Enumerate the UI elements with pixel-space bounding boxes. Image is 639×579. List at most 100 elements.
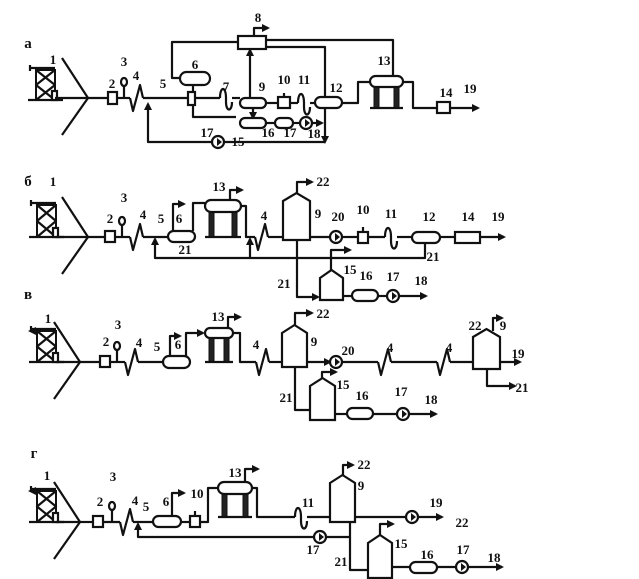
equipment-label: 21 <box>335 554 348 569</box>
horizontal-vessel <box>408 560 439 575</box>
pipeline <box>326 522 352 539</box>
pipeline <box>200 486 218 524</box>
flow-arrow <box>295 240 320 301</box>
horizontal-vessel <box>203 198 243 214</box>
apparatus-box <box>276 95 292 110</box>
equipment-label: 16 <box>356 388 370 403</box>
equipment-label: 9 <box>315 206 322 221</box>
heat-exchanger-icon <box>435 347 452 377</box>
flow-arrow <box>252 24 270 36</box>
equipment-label: 13 <box>213 179 227 194</box>
equipment-label: 18 <box>415 273 429 288</box>
horizontal-vessel <box>151 514 183 529</box>
equipment-label: 22 <box>456 515 469 530</box>
equipment-label: 21 <box>516 380 529 395</box>
pipeline <box>348 537 368 572</box>
equipment-label: 21 <box>427 249 440 264</box>
equipment-label: 4 <box>140 207 147 222</box>
gauge-icon <box>117 215 127 227</box>
equipment-label: 4 <box>133 68 140 83</box>
apparatus-box <box>356 230 370 245</box>
equipment-label: 6 <box>163 494 170 509</box>
equipment-label: 12 <box>423 209 436 224</box>
scheme-letter: г <box>31 446 38 462</box>
scheme-letter: а <box>24 36 32 52</box>
derrick-frame-icon <box>29 200 64 239</box>
flow-arrow <box>341 461 355 475</box>
equipment-label: 15 <box>395 536 409 551</box>
horizontal-vessel <box>238 96 268 110</box>
equipment-label: 17 <box>395 384 409 399</box>
heater-leg <box>221 493 228 518</box>
horizontal-vessel <box>345 406 375 421</box>
pipeline <box>191 105 236 119</box>
separator-tank <box>328 473 357 524</box>
equipment-label: 1 <box>45 311 52 326</box>
equipment-label: 19 <box>512 346 526 361</box>
equipment-label: 17 <box>387 269 401 284</box>
equipment-label: 10 <box>278 72 291 87</box>
equipment-label: 4 <box>253 337 260 352</box>
equipment-label: 17 <box>201 125 215 140</box>
flow-arrow <box>295 178 314 193</box>
apparatus-box <box>453 230 482 245</box>
flow-arrow <box>378 520 395 535</box>
flow-arrow <box>266 45 329 144</box>
wellhead-icon <box>51 226 60 239</box>
equipment-label: 3 <box>110 469 117 484</box>
pump-impeller-icon <box>305 119 310 127</box>
equipment-label: 15 <box>232 134 246 149</box>
equipment-label: 5 <box>160 76 167 91</box>
horizontal-vessel <box>313 95 344 110</box>
equipment-label: 13 <box>229 465 243 480</box>
gauge-icon <box>107 500 117 512</box>
heater-leg <box>393 86 400 109</box>
pump-impeller-icon <box>402 410 407 418</box>
scheme-letter: б <box>24 174 32 190</box>
equipment-label: 2 <box>109 76 116 91</box>
equipment-label: 4 <box>387 340 394 355</box>
pipeline <box>191 201 205 231</box>
flow-arrow <box>243 465 260 482</box>
heat-exchanger-icon <box>118 507 135 537</box>
derrick-frame-icon <box>28 65 63 102</box>
equipment-label: 13 <box>378 53 392 68</box>
pump-impeller-icon <box>461 563 466 571</box>
heat-exchanger-icon <box>254 347 271 377</box>
pump-impeller-icon <box>335 358 340 366</box>
equipment-label: 10 <box>357 202 370 217</box>
equipment-label: 3 <box>115 317 122 332</box>
pipeline <box>241 204 255 239</box>
horizontal-vessel <box>203 326 235 340</box>
flow-arrow <box>485 369 517 390</box>
equipment-label: 15 <box>344 262 358 277</box>
horizontal-vessel <box>161 354 192 370</box>
gauge-icon <box>119 76 129 88</box>
pump-impeller-icon <box>392 292 397 300</box>
heater-leg <box>208 337 215 363</box>
wellhead-icon <box>51 351 60 364</box>
coil-heater-icon <box>293 506 309 530</box>
horizontal-vessel <box>216 480 254 496</box>
pipeline <box>266 38 395 76</box>
separator-tank <box>366 533 394 579</box>
equipment-label: 4 <box>261 208 268 223</box>
equipment-label: 1 <box>50 174 57 189</box>
flow-arrow <box>184 329 205 357</box>
heater-leg <box>242 493 249 518</box>
apparatus-box <box>103 229 117 244</box>
coil-heater-icon <box>383 226 399 250</box>
heater-leg <box>231 211 238 238</box>
equipment-label: 22 <box>469 318 482 333</box>
equipment-label: 19 <box>430 495 444 510</box>
equipment-label: 6 <box>175 337 182 352</box>
equipment-label: 4 <box>132 493 139 508</box>
heat-exchanger-icon <box>376 347 393 377</box>
apparatus-box <box>188 514 202 529</box>
separator-tank <box>308 376 337 422</box>
equipment-label: 15 <box>337 377 351 392</box>
heat-exchanger-icon <box>123 347 140 377</box>
